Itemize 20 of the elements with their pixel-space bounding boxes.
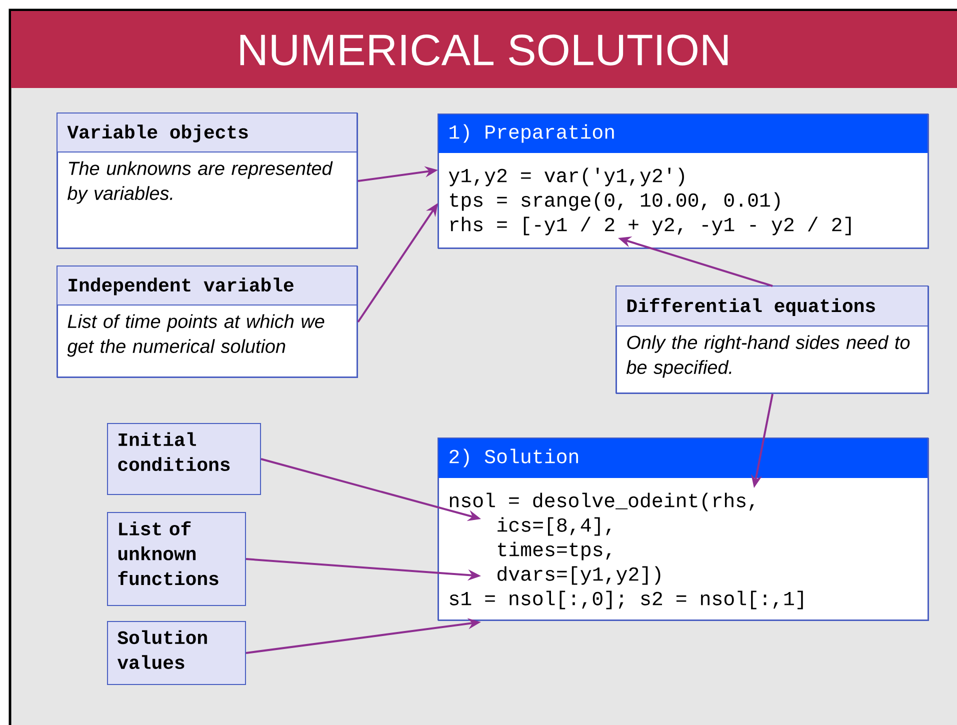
card-heading: Variable objects <box>67 124 248 142</box>
panel-heading: 1) Preparation <box>450 124 614 143</box>
code-line: nsol = desolve_odeint(rhs, <box>450 492 754 512</box>
code-line: y1,y2 = var('y1,y2') <box>448 168 684 186</box>
card-text: Only the right-hand sides need to be specified. <box>626 335 910 378</box>
label-box: Solution values <box>107 621 246 685</box>
code-line: tps = srange(0, 10.00, 0.01) <box>450 192 780 211</box>
card-heading: Differential equations <box>627 298 875 316</box>
panel-heading: 2) Solution <box>450 448 578 468</box>
label-box: Initial conditions <box>107 423 261 495</box>
card-heading: Independent variable <box>68 278 294 296</box>
label-box: List of unknown functions <box>107 512 246 606</box>
code-line: dvars=[y1,y2]) <box>498 566 660 585</box>
card-text: List of time points at which we get the numerical solution <box>67 314 324 357</box>
card-text: The unknowns are represented by variables. <box>67 161 333 204</box>
code-line: ics=[8,4], <box>498 517 611 536</box>
title-banner: NUMERICAL SOLUTION <box>11 11 957 88</box>
code-line: s1 = nsol[:,0]; s2 = nsol[:,1] <box>450 590 803 610</box>
code-line: times=tps, <box>498 542 611 560</box>
code-line: rhs = [-y1 / 2 + y2, -y1 - y2 / 2] <box>450 216 851 236</box>
